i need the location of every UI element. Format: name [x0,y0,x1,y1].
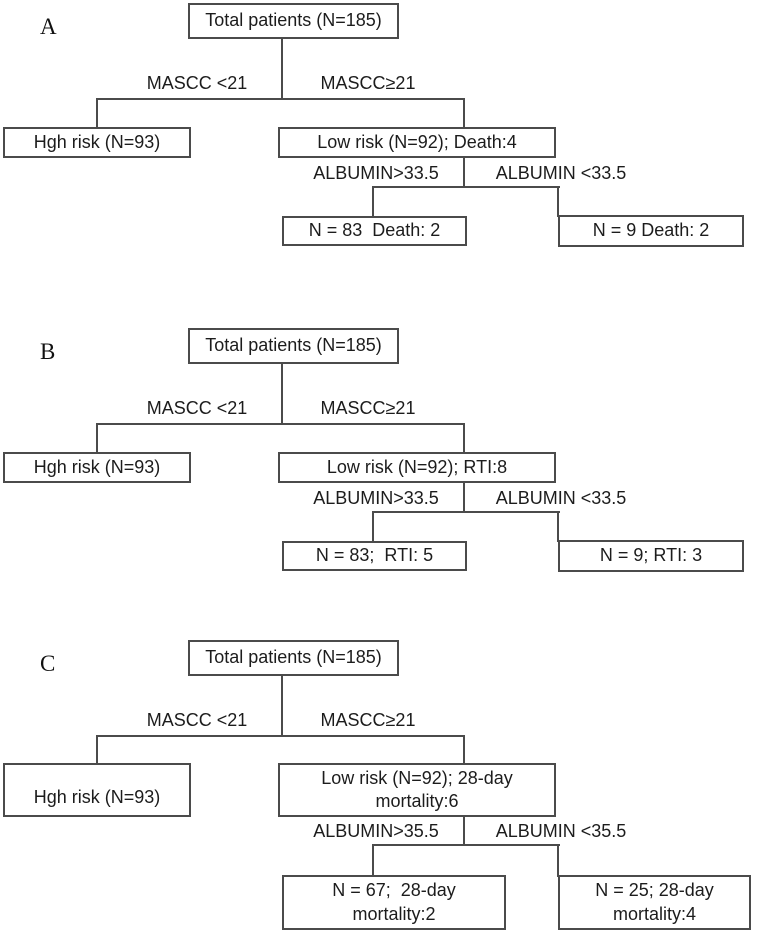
node-total-patients: Total patients (N=185) [188,328,399,364]
connector-right-drop [463,423,465,454]
connector-left-drop [96,735,98,766]
connector-sub-line [372,844,560,846]
label-mascc-ge21: MASCC≥21 [320,710,416,730]
node-leaf-albumin-high: N = 67; 28-day mortality:2 [282,875,506,930]
label-albumin-gt: ALBUMIN>35.5 [313,821,439,841]
connector-left-drop [96,98,98,129]
node-leaf-albumin-high: N = 83 Death: 2 [282,216,467,246]
node-leaf-albumin-low: N = 9; RTI: 3 [558,540,744,572]
connector-mid-drop [463,481,465,513]
connector-root-drop [281,676,283,737]
node-high-risk: Hgh risk (N=93) [3,127,191,158]
node-low-risk: Low risk (N=92); Death:4 [278,127,556,158]
node-high-risk: Hgh risk (N=93) [3,452,191,483]
connector-branch-line [96,735,465,737]
connector-right-drop [463,735,465,766]
node-total-patients: Total patients (N=185) [188,3,399,39]
label-albumin-gt: ALBUMIN>33.5 [313,488,439,508]
connector-root-drop [281,364,283,425]
connector-sub-right-drop [557,186,559,217]
connector-right-drop [463,98,465,129]
connector-sub-right-drop [557,844,559,877]
node-total-patients: Total patients (N=185) [188,640,399,676]
label-albumin-lt: ALBUMIN <35.5 [495,821,627,841]
label-mascc-lt21: MASCC <21 [146,73,248,93]
label-albumin-gt: ALBUMIN>33.5 [313,163,439,183]
label-mascc-ge21: MASCC≥21 [320,73,416,93]
connector-sub-line [372,186,560,188]
panel-b: B Total patients (N=185) MASCC <21 MASCC… [0,325,760,637]
node-low-risk: Low risk (N=92); 28-day mortality:6 [278,763,556,817]
connector-sub-line [372,511,560,513]
connector-root-drop [281,39,283,100]
label-mascc-ge21: MASCC≥21 [320,398,416,418]
connector-mid-drop [463,156,465,188]
label-mascc-lt21: MASCC <21 [146,398,248,418]
connector-branch-line [96,98,465,100]
connector-branch-line [96,423,465,425]
node-high-risk: Hgh risk (N=93) [3,763,191,817]
node-low-risk: Low risk (N=92); RTI:8 [278,452,556,483]
connector-sub-right-drop [557,511,559,542]
connector-sub-left-drop [372,511,374,543]
connector-left-drop [96,423,98,454]
panel-letter: C [40,651,56,676]
panel-c: C Total patients (N=185) MASCC <21 MASCC… [0,637,760,935]
node-leaf-albumin-low: N = 9 Death: 2 [558,215,744,247]
panel-a: A Total patients (N=185) MASCC <21 MASCC… [0,0,760,325]
label-albumin-lt: ALBUMIN <33.5 [495,163,627,183]
node-leaf-albumin-low: N = 25; 28-day mortality:4 [558,875,751,930]
label-mascc-lt21: MASCC <21 [146,710,248,730]
panel-letter: B [40,339,56,364]
label-albumin-lt: ALBUMIN <33.5 [495,488,627,508]
connector-sub-left-drop [372,186,374,218]
connector-sub-left-drop [372,844,374,877]
node-leaf-albumin-high: N = 83; RTI: 5 [282,541,467,571]
panel-letter: A [40,14,57,39]
connector-mid-drop [463,815,465,846]
